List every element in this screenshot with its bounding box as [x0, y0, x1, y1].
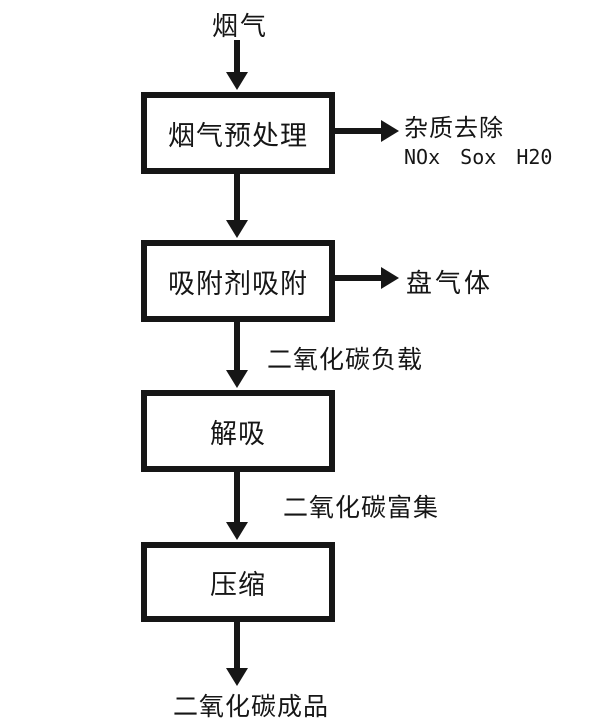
- arrow-down-2-head-icon: [226, 220, 248, 238]
- flow-label-co2-loaded: 二氧化碳负载: [267, 346, 424, 374]
- arrow-down-3-head-icon: [226, 370, 248, 388]
- process-box-compression-label: 压缩: [210, 569, 266, 600]
- arrow-down-5-head-icon: [226, 668, 248, 686]
- arrow-down-4-head-icon: [226, 522, 248, 540]
- product-label: 二氧化碳成品: [173, 693, 330, 719]
- arrow-down-1-head-icon: [226, 72, 248, 90]
- process-box-pretreatment-label: 烟气预处理: [168, 120, 308, 151]
- impurity-output-line2: NOx Sox H20: [404, 145, 553, 169]
- process-box-desorption-label: 解吸: [210, 418, 266, 449]
- arrow-down-1-line: [234, 40, 240, 74]
- arrow-down-4-line: [234, 472, 240, 522]
- arrow-right-1-head-icon: [381, 120, 399, 142]
- lean-gas-output-label: 盘气体: [406, 268, 494, 298]
- arrow-down-2-line: [234, 174, 240, 222]
- arrow-right-2-line: [333, 275, 383, 281]
- source-label: 烟气: [212, 11, 269, 41]
- arrow-right-2-head-icon: [381, 267, 399, 289]
- impurity-output-label: 杂质去除 NOx Sox H20: [404, 108, 552, 169]
- process-box-adsorption-label: 吸附剂吸附: [168, 268, 308, 299]
- flow-label-co2-enriched: 二氧化碳富集: [283, 494, 440, 522]
- process-box-compression: 压缩: [141, 542, 335, 622]
- arrow-right-1-line: [333, 128, 383, 134]
- process-box-desorption: 解吸: [141, 390, 335, 472]
- impurity-output-line1: 杂质去除: [404, 115, 504, 142]
- process-box-adsorption: 吸附剂吸附: [141, 240, 335, 322]
- process-box-pretreatment: 烟气预处理: [141, 92, 335, 174]
- arrow-down-5-line: [234, 622, 240, 670]
- arrow-down-3-line: [234, 322, 240, 372]
